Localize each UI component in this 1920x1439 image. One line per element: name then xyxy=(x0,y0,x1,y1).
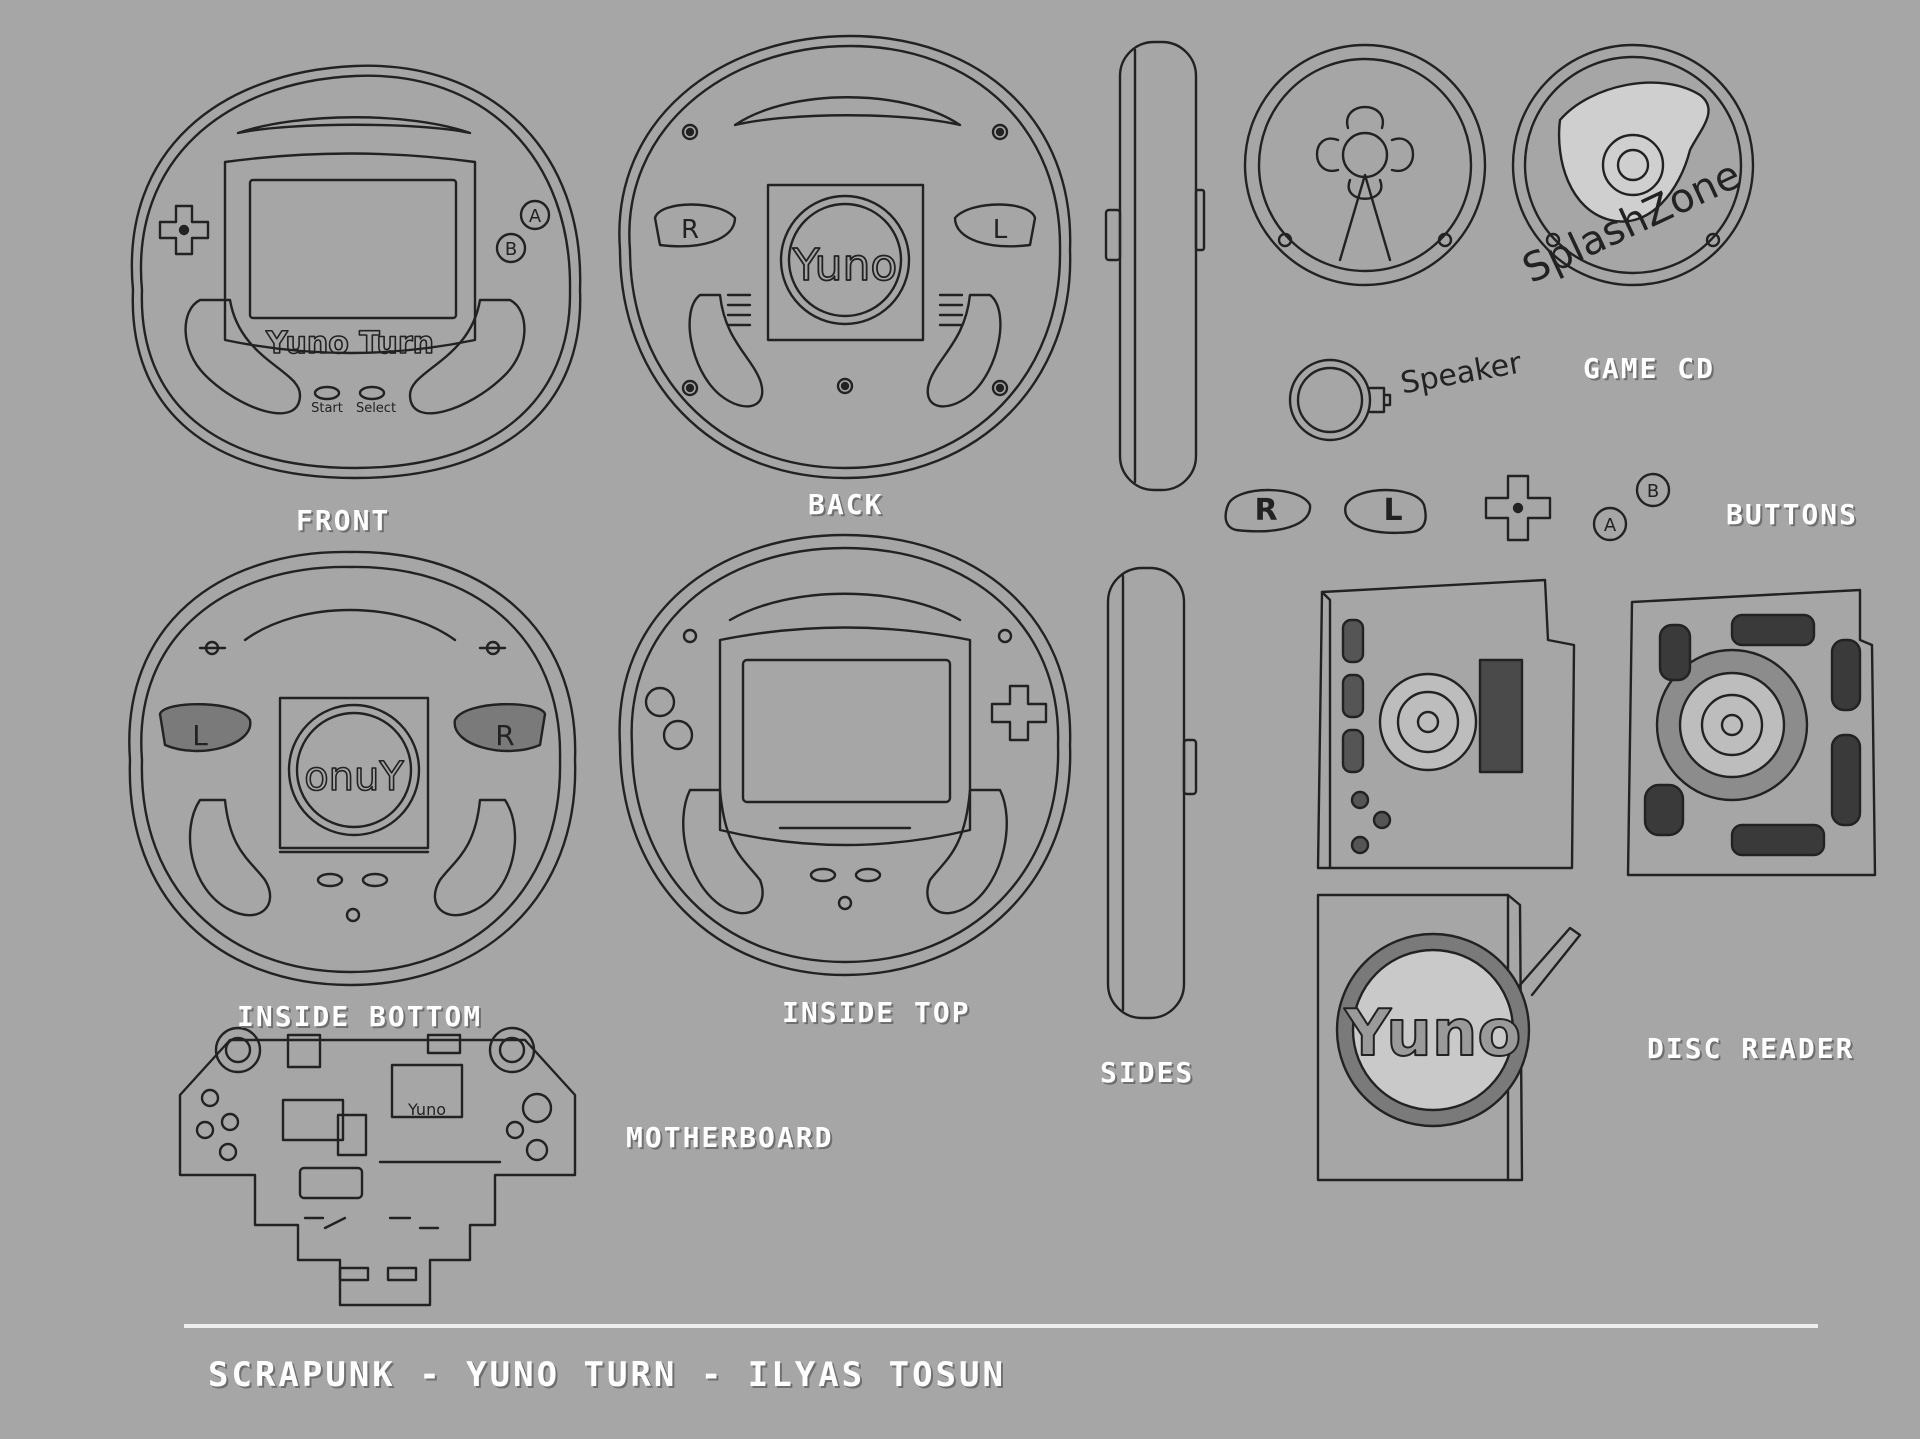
footer-credit: SCRAPUNK - YUNO TURN - ILYAS TOSUN xyxy=(208,1355,1006,1395)
svg-text:L: L xyxy=(192,719,208,752)
reader-logo: Yuno xyxy=(1344,997,1522,1071)
label-game-cd: GAME CD xyxy=(1583,352,1716,385)
front-view: Yuno Turn A B Start Select xyxy=(130,64,582,480)
svg-text:B: B xyxy=(1647,481,1659,502)
front-button-a-icon xyxy=(519,199,551,231)
r-button-icon xyxy=(1224,488,1312,533)
label-sides: SIDES xyxy=(1100,1056,1195,1089)
board-chip xyxy=(390,1063,464,1119)
footer-divider xyxy=(184,1324,1818,1328)
inside-logo: onuY xyxy=(304,754,404,800)
label-buttons: BUTTONS xyxy=(1726,498,1859,531)
b-button-icon xyxy=(1635,472,1671,508)
svg-text:Select: Select xyxy=(356,401,396,416)
label-motherboard: MOTHERBOARD xyxy=(626,1121,834,1154)
disc-reader-closed: Yuno xyxy=(1316,893,1582,1182)
game-cd-label: SplashZone xyxy=(1511,43,1755,293)
side-view-top xyxy=(1104,40,1206,492)
label-front: FRONT xyxy=(296,504,391,537)
label-inside-bottom: INSIDE BOTTOM xyxy=(237,1000,483,1033)
speaker xyxy=(1288,358,1392,442)
side-view-bottom xyxy=(1106,566,1198,1020)
svg-text:R: R xyxy=(681,215,699,245)
disc-reader-inner xyxy=(1626,588,1877,877)
game-cd-front xyxy=(1243,43,1487,287)
front-dpad-icon xyxy=(158,204,210,256)
back-logo: Yuno xyxy=(792,240,898,291)
svg-text:A: A xyxy=(1604,515,1617,536)
label-inside-top: INSIDE TOP xyxy=(782,996,971,1029)
inside-top-screen xyxy=(741,658,952,804)
svg-text:B: B xyxy=(505,239,517,260)
buttons-set: R L A B xyxy=(1224,472,1671,542)
inside-top-view xyxy=(618,533,1072,977)
svg-text:R: R xyxy=(495,719,514,752)
motherboard-diagram: Yuno xyxy=(178,1026,577,1307)
disc-reader-open xyxy=(1316,578,1576,870)
front-logo: Yuno Turn xyxy=(265,326,434,361)
svg-text:R: R xyxy=(1254,493,1277,528)
svg-text:L: L xyxy=(993,215,1008,245)
label-back: BACK xyxy=(808,488,884,521)
board-logo: Yuno xyxy=(407,1100,446,1119)
svg-text:Start: Start xyxy=(311,401,343,416)
back-l-button xyxy=(953,203,1037,248)
front-screen xyxy=(248,178,458,320)
inside-bottom-view: L R onuY xyxy=(128,550,577,987)
back-view: R L Yuno xyxy=(618,34,1072,480)
svg-text:A: A xyxy=(529,206,542,227)
svg-text:L: L xyxy=(1383,493,1402,528)
label-disc-reader: DISC READER xyxy=(1647,1032,1855,1065)
dpad-icon xyxy=(1484,474,1552,542)
front-button-b-icon xyxy=(495,232,527,264)
back-r-button xyxy=(653,203,737,248)
a-button-icon xyxy=(1592,506,1628,542)
l-button-icon xyxy=(1344,488,1427,534)
